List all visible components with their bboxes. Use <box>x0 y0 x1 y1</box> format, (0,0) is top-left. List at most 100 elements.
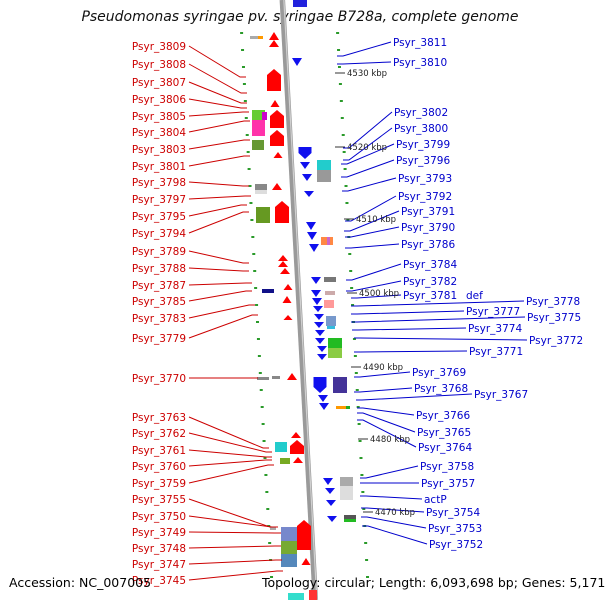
reverse-gene-arrow <box>309 244 319 252</box>
feature-box <box>258 36 263 39</box>
feature-box <box>288 593 304 600</box>
label-leader <box>188 267 249 272</box>
label-leader <box>188 98 247 109</box>
reverse-gene-label: actP <box>424 494 447 506</box>
label-leader <box>188 181 249 187</box>
forward-gene-arrow <box>270 100 280 107</box>
label-leader <box>188 304 255 319</box>
forward-gene-label: Psyr_3797 <box>132 194 186 206</box>
track-dot <box>338 83 342 85</box>
label-leader <box>188 416 269 449</box>
forward-gene-label: Psyr_3761 <box>132 445 186 457</box>
forward-gene-block <box>275 201 289 223</box>
reverse-gene-label: Psyr_3778 <box>526 296 580 308</box>
reverse-gene-label: Psyr_3800 <box>394 123 448 135</box>
track-dot <box>241 49 245 51</box>
label-leader <box>360 495 423 500</box>
label-leader <box>342 177 397 192</box>
forward-gene-label: Psyr_3785 <box>132 296 186 308</box>
forward-gene-block <box>270 130 284 146</box>
label-leader <box>188 545 281 549</box>
feature-box <box>275 442 287 452</box>
reverse-gene-arrow <box>315 330 325 336</box>
track-dot <box>343 168 347 170</box>
scale-tick-label: 4470 kbp <box>375 508 415 518</box>
feature-box <box>327 237 330 245</box>
feature-box <box>293 0 307 7</box>
reverse-gene-label: Psyr_3769 <box>412 367 466 379</box>
feature-box <box>317 170 331 182</box>
forward-gene-arrow <box>293 457 303 463</box>
reverse-gene-label: Psyr_3796 <box>396 155 450 167</box>
forward-gene-arrow <box>291 432 301 438</box>
feature-box <box>309 590 317 600</box>
label-leader <box>188 531 281 534</box>
track-dot <box>255 304 259 306</box>
track-dot <box>351 304 355 306</box>
forward-gene-label: Psyr_3749 <box>132 527 186 539</box>
track-dot <box>352 338 356 340</box>
track-dot <box>366 576 370 578</box>
feature-box <box>317 160 331 170</box>
reverse-gene-arrow <box>325 488 335 494</box>
label-leader <box>188 155 250 167</box>
reverse-gene-label: Psyr_3790 <box>401 222 455 234</box>
reverse-gene-label: Psyr_3765 <box>417 427 471 439</box>
feature-box <box>255 184 267 190</box>
label-leader <box>344 210 400 232</box>
forward-gene-labels: Psyr_3809Psyr_3808Psyr_3807Psyr_3806Psyr… <box>132 41 186 587</box>
label-leader <box>188 195 251 200</box>
forward-gene-arrow <box>269 40 279 47</box>
track-dot <box>263 457 267 459</box>
reverse-gene-arrow <box>317 346 327 352</box>
label-leader <box>343 111 393 149</box>
reverse-gene-label: Psyr_3784 <box>403 259 457 271</box>
label-leader <box>188 498 276 528</box>
feature-box <box>281 554 297 567</box>
label-leader <box>362 525 428 545</box>
track-dot <box>244 117 248 119</box>
forward-gene-label: Psyr_3808 <box>132 59 186 71</box>
forward-gene-arrow <box>278 261 288 267</box>
forward-gene-label: Psyr_3794 <box>132 228 186 240</box>
track-dot <box>355 389 359 391</box>
forward-gene-block <box>270 110 284 128</box>
label-leader <box>188 250 249 264</box>
reverse-gene-label: Psyr_3774 <box>468 323 522 335</box>
forward-gene-label: Psyr_3809 <box>132 41 186 53</box>
track-dot <box>270 576 274 578</box>
forward-gene-block <box>297 520 311 550</box>
forward-gene-label: Psyr_3801 <box>132 161 186 173</box>
label-leader <box>188 282 252 286</box>
reverse-gene-arrow <box>306 222 316 230</box>
label-leader <box>351 300 525 307</box>
track-dot <box>245 134 249 136</box>
track-dot <box>257 355 261 357</box>
feature-box <box>252 120 265 136</box>
reverse-gene-label: Psyr_3767 <box>474 389 528 401</box>
forward-gene-label: Psyr_3763 <box>132 412 186 424</box>
feature-box <box>328 338 342 348</box>
track-dot <box>258 372 262 374</box>
track-dot <box>253 270 257 272</box>
label-leader <box>188 515 278 528</box>
track-dot <box>241 66 245 68</box>
forward-gene-label: Psyr_3770 <box>132 373 186 385</box>
reverse-gene-label: Psyr_3793 <box>398 173 452 185</box>
forward-gene-arrow <box>283 284 293 290</box>
label-leader <box>351 316 526 323</box>
track-dot <box>247 168 251 170</box>
forward-gene-label: Psyr_3798 <box>132 177 186 189</box>
reverse-gene-arrow <box>292 58 302 66</box>
feature-box <box>250 36 258 39</box>
label-leader <box>354 350 468 353</box>
scale-tick-label: 4480 kbp <box>370 435 410 445</box>
feature-box <box>325 291 335 295</box>
feature-box <box>346 406 350 409</box>
label-leader <box>188 45 246 78</box>
feature-box <box>255 190 267 194</box>
track-dot <box>336 32 340 34</box>
forward-gene-arrow <box>269 32 279 40</box>
forward-gene-label: Psyr_3750 <box>132 511 186 523</box>
